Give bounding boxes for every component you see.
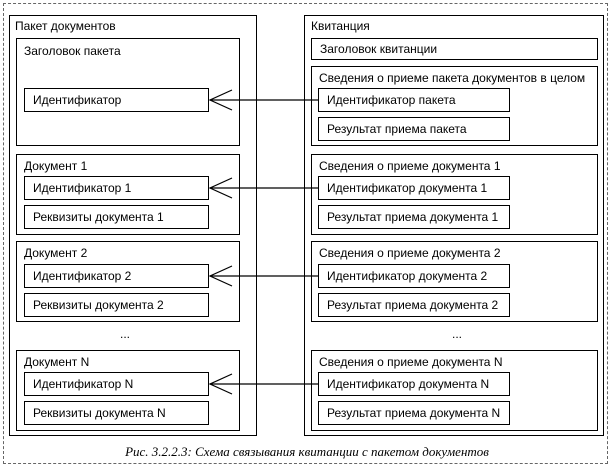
document-2-info-id-field: Идентификатор документа 2 [318,264,510,288]
document-1-info-result-field: Результат приема документа 1 [318,205,510,229]
documents-ellipsis: ... [120,327,131,341]
document-1-info-title: Сведения о приеме документа 1 [319,159,501,173]
document-2-title: Документ 2 [24,246,88,260]
document-2-requisites-field: Реквизиты документа 2 [24,293,209,317]
document-2-id-field: Идентификатор 2 [24,264,209,288]
document-n-info-title: Сведения о приеме документа N [319,355,503,369]
document-n-requisites-field: Реквизиты документа N [24,401,209,425]
package-title: Пакет документов [15,19,116,33]
document-2-info-title: Сведения о приеме документа 2 [319,246,501,260]
arrow-document-2-id [208,265,318,287]
figure-frame [3,3,608,464]
document-n-info-id-field: Идентификатор документа N [318,372,510,396]
receipt-header-box: Заголовок квитанции [311,38,598,60]
document-n-id-field: Идентификатор N [24,372,209,396]
package-info-result-field: Результат приема пакета [318,117,510,141]
receipt-title: Квитанция [311,19,370,33]
figure-caption: Рис. 3.2.2.3: Схема связывания квитанции… [125,444,489,459]
package-info-id-field: Идентификатор пакета [318,88,510,112]
document-n-title: Документ N [24,355,90,369]
document-n-info-result-field: Результат приема документа N [318,401,510,425]
receipt-ellipsis: ... [452,327,463,341]
document-2-info-result-field: Результат приема документа 2 [318,293,510,317]
arrow-package-id [208,89,318,111]
document-1-requisites-field: Реквизиты документа 1 [24,205,209,229]
document-1-id-field: Идентификатор 1 [24,176,209,200]
arrow-document-n-id [208,373,318,395]
arrow-document-1-id [208,177,318,199]
package-info-title: Сведения о приеме пакета документов в це… [319,71,586,85]
package-header-title: Заголовок пакета [24,44,121,58]
document-1-info-id-field: Идентификатор документа 1 [318,176,510,200]
package-id-field: Идентификатор [24,88,209,112]
document-1-title: Документ 1 [24,159,88,173]
